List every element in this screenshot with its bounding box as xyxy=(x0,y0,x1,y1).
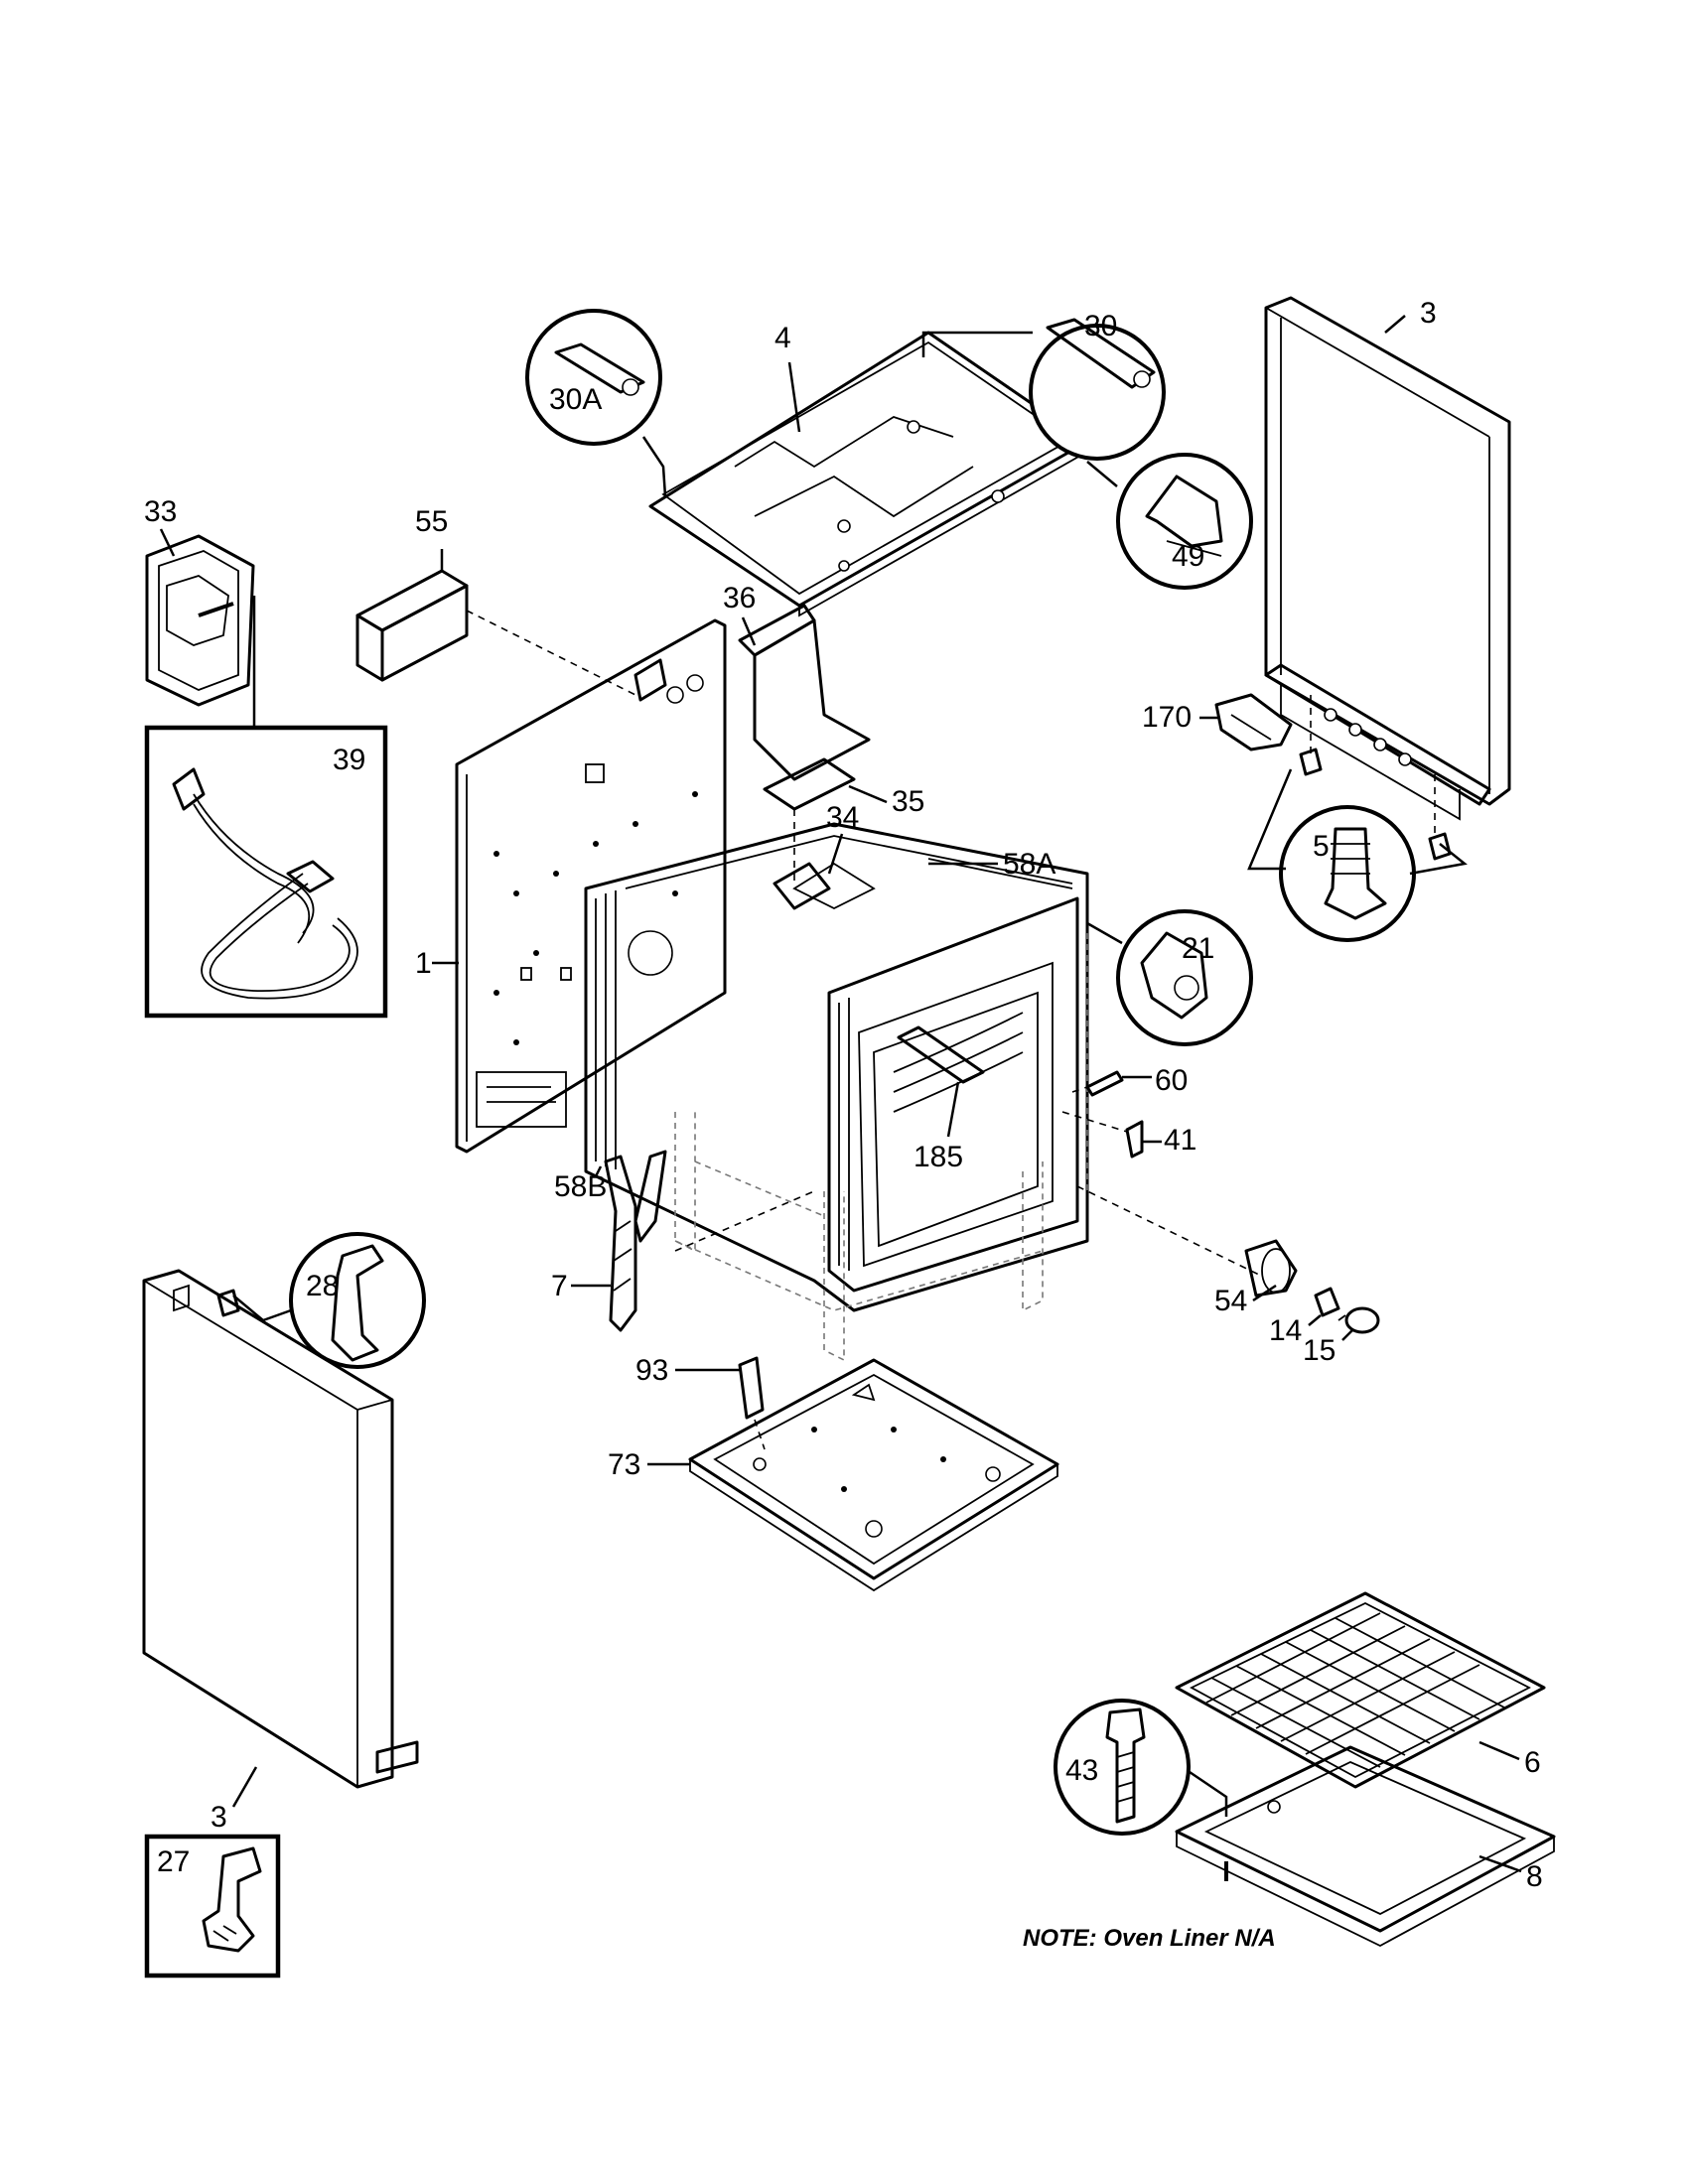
part-duct-55 xyxy=(355,569,469,682)
label-36: 36 xyxy=(723,582,756,614)
label-58a: 58A xyxy=(1003,848,1055,881)
part-oven-cavity xyxy=(584,822,1089,1312)
part-bracket-93 xyxy=(738,1356,765,1420)
label-30: 30 xyxy=(1084,310,1117,342)
label-1: 1 xyxy=(415,947,432,980)
part-oven-rack xyxy=(1175,1591,1546,1789)
callout-21 xyxy=(1116,909,1253,1046)
label-58b: 58B xyxy=(554,1170,607,1203)
label-54: 54 xyxy=(1214,1285,1247,1317)
part-bracket-170 xyxy=(1214,693,1293,751)
label-49: 49 xyxy=(1172,540,1204,573)
part-bottom-panel xyxy=(688,1358,1059,1592)
box-27 xyxy=(144,1834,281,1979)
part-lamp-14 xyxy=(1314,1287,1340,1317)
label-73: 73 xyxy=(608,1448,640,1481)
label-93: 93 xyxy=(635,1354,668,1387)
label-14: 14 xyxy=(1269,1314,1302,1347)
label-15: 15 xyxy=(1303,1334,1336,1367)
callout-43 xyxy=(1054,1699,1228,1836)
part-light-socket-54 xyxy=(1244,1239,1298,1297)
label-34: 34 xyxy=(826,801,859,834)
part-side-panel xyxy=(142,1269,419,1789)
label-3-side: 3 xyxy=(211,1801,227,1834)
part-plate-35 xyxy=(763,757,856,811)
callout-30 xyxy=(921,318,1166,461)
box-39 xyxy=(144,725,388,1019)
part-top-panel xyxy=(648,331,1089,617)
label-35: 35 xyxy=(892,785,924,818)
label-170: 170 xyxy=(1142,701,1192,734)
callout-5 xyxy=(1247,768,1468,942)
part-junction-box xyxy=(145,534,255,707)
label-39: 39 xyxy=(333,744,365,776)
label-43: 43 xyxy=(1065,1754,1098,1787)
label-28: 28 xyxy=(306,1270,339,1302)
part-cavity-frame-ghost xyxy=(674,933,1088,1362)
part-broiler-pan xyxy=(1175,1745,1556,1948)
part-baffle-36 xyxy=(738,604,871,781)
callout-28 xyxy=(232,1232,426,1369)
label-55: 55 xyxy=(415,505,448,538)
label-3-back: 3 xyxy=(1420,297,1437,330)
label-185: 185 xyxy=(914,1141,963,1173)
label-30a: 30A xyxy=(549,383,602,416)
label-21: 21 xyxy=(1182,932,1214,965)
note-oven-liner: NOTE: Oven Liner N/A xyxy=(1023,1925,1276,1952)
label-41: 41 xyxy=(1164,1124,1196,1157)
part-door-hinge-7 xyxy=(604,1150,667,1332)
callout-49 xyxy=(1086,453,1253,590)
label-6: 6 xyxy=(1524,1746,1541,1779)
label-60: 60 xyxy=(1155,1064,1188,1097)
label-8: 8 xyxy=(1526,1860,1543,1893)
part-bulb-15 xyxy=(1337,1306,1380,1334)
label-5: 5 xyxy=(1313,830,1330,863)
callout-30a xyxy=(525,309,667,497)
part-rear-panel xyxy=(455,618,727,1154)
label-27: 27 xyxy=(157,1845,190,1878)
label-33: 33 xyxy=(144,495,177,528)
part-side-frame-back xyxy=(1264,296,1511,821)
label-4: 4 xyxy=(774,322,791,354)
label-7: 7 xyxy=(551,1270,568,1302)
